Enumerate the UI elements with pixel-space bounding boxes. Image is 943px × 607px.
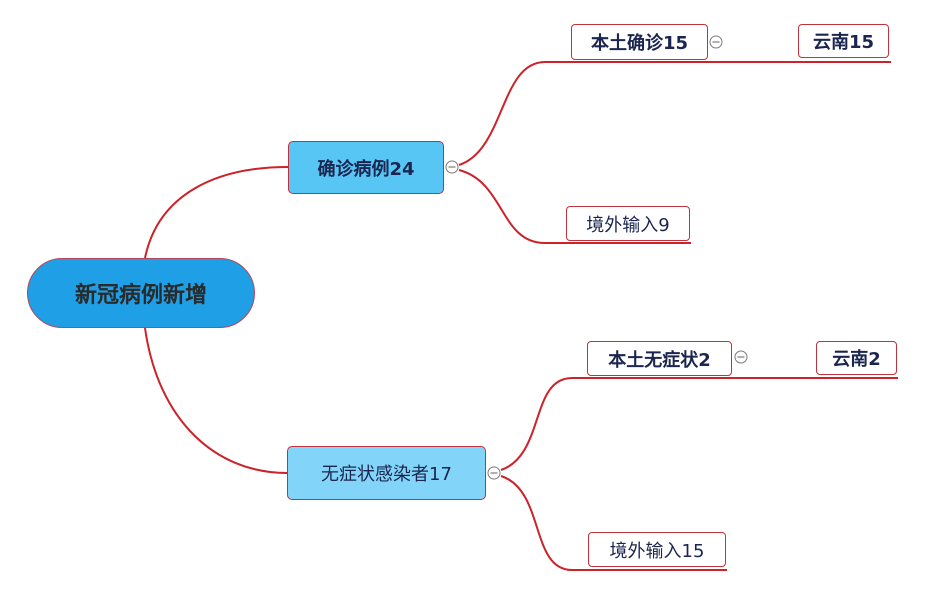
collapse-minus-icon[interactable] <box>734 350 748 364</box>
subtopic-imported-asymptomatic[interactable]: 境外输入15 <box>588 532 726 567</box>
subtopic-label: 云南15 <box>812 32 875 53</box>
connector-asymptomatic-to-local <box>500 377 898 471</box>
branch-topic-label: 确诊病例24 <box>317 158 415 180</box>
branch-topic-label: 无症状感染者17 <box>321 464 452 485</box>
root-topic-label: 新冠病例新增 <box>74 283 207 308</box>
connector-asymptomatic-to-imported <box>500 475 727 571</box>
subtopic-label: 境外输入15 <box>609 540 705 562</box>
subtopic-label: 境外输入9 <box>586 214 670 236</box>
connector-confirmed-to-imported <box>458 169 691 244</box>
subtopic-label: 本土确诊15 <box>590 33 689 54</box>
subtopic-label: 云南2 <box>832 349 881 370</box>
connector-confirmed-to-local <box>458 61 891 166</box>
connector-root-to-asymptomatic <box>144 327 288 474</box>
subtopic-imported-confirmed[interactable]: 境外输入9 <box>566 206 690 241</box>
collapse-minus-icon[interactable] <box>445 160 459 174</box>
collapse-minus-icon[interactable] <box>709 35 723 49</box>
connector-root-to-confirmed <box>144 166 289 259</box>
root-topic[interactable]: 新冠病例新增 <box>27 258 255 328</box>
subtopic-yunnan-confirmed[interactable]: 云南15 <box>798 24 889 58</box>
branch-topic-confirmed[interactable]: 确诊病例24 <box>288 141 444 194</box>
subtopic-label: 本土无症状2 <box>608 349 711 371</box>
collapse-minus-icon[interactable] <box>487 466 501 480</box>
branch-topic-asymptomatic[interactable]: 无症状感染者17 <box>287 446 486 500</box>
subtopic-yunnan-asymptomatic[interactable]: 云南2 <box>816 341 897 375</box>
subtopic-local-confirmed[interactable]: 本土确诊15 <box>571 24 708 60</box>
subtopic-local-asymptomatic[interactable]: 本土无症状2 <box>587 341 732 376</box>
